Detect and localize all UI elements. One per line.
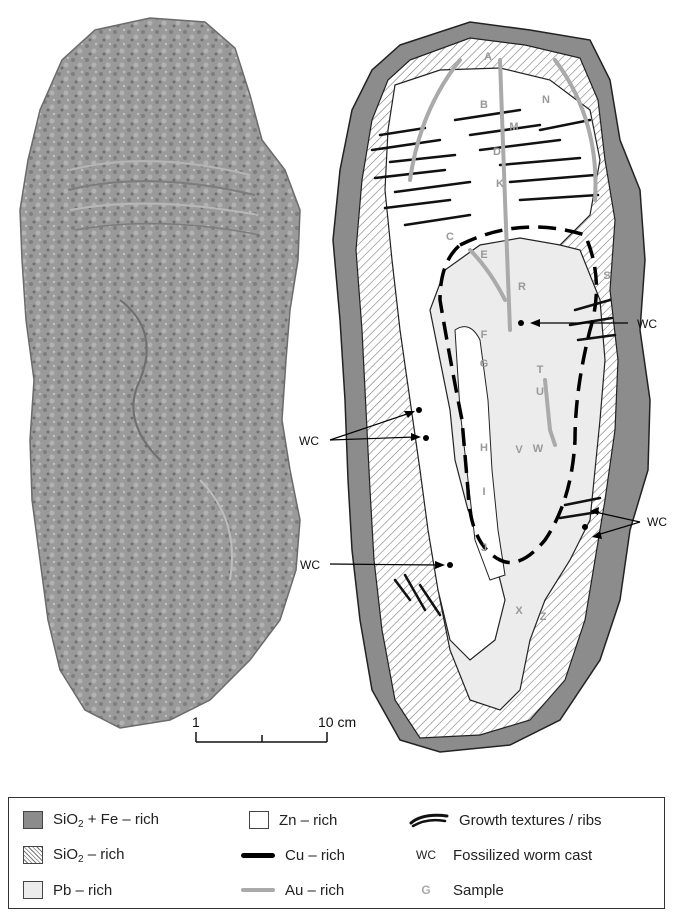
worm-cast-label: WC	[647, 515, 667, 529]
legend-sio2-fe-label: SiO2 + Fe – rich	[53, 811, 159, 830]
sample-label-i: I	[482, 486, 485, 498]
sample-key: G	[409, 883, 443, 897]
sample-label-x: X	[515, 605, 523, 617]
sample-label-d: D	[493, 146, 501, 158]
legend-zn: Zn – rich	[249, 808, 337, 832]
sample-label-m: M	[509, 121, 518, 133]
legend-sio2: SiO2 – rich	[23, 843, 124, 867]
legend-pb-label: Pb – rich	[53, 882, 112, 899]
worm-cast-label: WC	[637, 317, 657, 331]
zn-swatch	[249, 811, 269, 829]
cu-swatch	[241, 853, 275, 858]
sample-label-c: C	[446, 231, 454, 243]
sample-label-j: J	[481, 542, 487, 554]
sio2-swatch	[23, 846, 43, 864]
pb-swatch	[23, 881, 43, 899]
sample-label-v: V	[515, 444, 523, 456]
worm-cast-label: WC	[299, 434, 319, 448]
sample-label-h: H	[480, 442, 488, 454]
growth-ribs-icon	[409, 811, 449, 829]
sample-label-b: B	[480, 99, 488, 111]
legend-sio2-fe: SiO2 + Fe – rich	[23, 808, 159, 832]
specimen-map: A B C D E F G H I J K M N R S T U V W X …	[299, 22, 667, 752]
au-swatch	[241, 888, 275, 892]
sample-label-f: F	[481, 329, 488, 341]
sample-label-n: N	[542, 94, 550, 106]
sample-label-s: S	[603, 270, 610, 282]
sample-label-k: K	[496, 178, 504, 190]
legend-sio2-label: SiO2 – rich	[53, 846, 124, 865]
legend-au: Au – rich	[241, 878, 344, 902]
legend-cu: Cu – rich	[241, 843, 345, 867]
legend-cu-label: Cu – rich	[285, 847, 345, 864]
legend-au-label: Au – rich	[285, 882, 344, 899]
scale-end-label: 10 cm	[318, 714, 356, 730]
sample-label-z: Z	[540, 611, 547, 623]
sample-label-w: W	[533, 443, 544, 455]
sample-label-g: G	[480, 358, 489, 370]
legend: SiO2 + Fe – rich SiO2 – rich Pb – rich Z…	[8, 797, 665, 909]
sio2-fe-swatch	[23, 811, 43, 829]
legend-sample: G Sample	[409, 878, 504, 902]
specimen-photo	[20, 18, 300, 728]
sample-label-e: E	[480, 249, 487, 261]
sample-label-r: R	[518, 281, 526, 293]
wc-key: WC	[409, 848, 443, 862]
legend-growth: Growth textures / ribs	[409, 808, 602, 832]
legend-pb: Pb – rich	[23, 878, 112, 902]
scale-start-label: 1	[192, 714, 200, 730]
sample-label-t: T	[537, 364, 544, 376]
legend-wc: WC Fossilized worm cast	[409, 843, 592, 867]
legend-growth-label: Growth textures / ribs	[459, 812, 602, 829]
legend-sample-label: Sample	[453, 882, 504, 899]
chimney-figure: A B C D E F G H I J K M N R S T U V W X …	[0, 0, 675, 760]
legend-wc-label: Fossilized worm cast	[453, 847, 592, 864]
legend-zn-label: Zn – rich	[279, 812, 337, 829]
sample-label-u: U	[536, 386, 544, 398]
scale-bar: 1 10 cm	[192, 714, 356, 742]
worm-cast-label: WC	[300, 558, 320, 572]
sample-label-a: A	[484, 51, 492, 63]
